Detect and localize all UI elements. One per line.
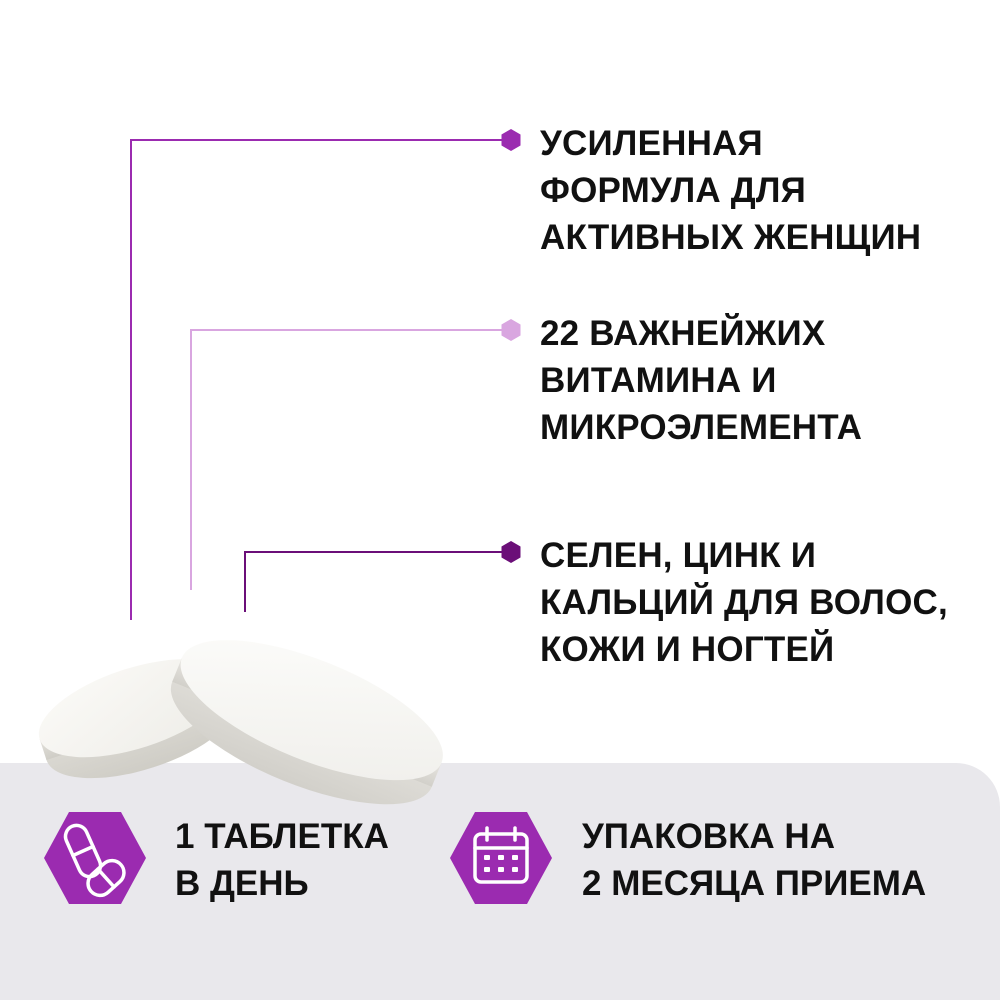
feature-1-line-1: УСИЛЕННАЯ [540, 124, 763, 163]
feature-2-line-1: 22 ВАЖНЕЙЖИХ [540, 314, 826, 353]
tablet-right [170, 640, 443, 805]
callout-line-1 [130, 139, 508, 620]
feature-3: СЕЛЕН, ЦИНК И КАЛЬЦИЙ ДЛЯ ВОЛОС, КОЖИ И … [540, 532, 948, 673]
badge-1-text: 1 ТАБЛЕТКА В ДЕНЬ [175, 813, 389, 907]
hex-bullet-1 [501, 129, 521, 151]
feature-2-line-3: МИКРОЭЛЕМЕНТА [540, 408, 863, 447]
feature-1-line-3: АКТИВНЫХ ЖЕНЩИН [540, 218, 922, 257]
badge-2-text: УПАКОВКА НА 2 МЕСЯЦА ПРИЕМА [582, 813, 926, 907]
tablets-image [38, 640, 443, 805]
feature-3-line-2: КАЛЬЦИЙ ДЛЯ ВОЛОС, [540, 583, 948, 622]
badge-2-line-1: УПАКОВКА НА [582, 817, 835, 856]
feature-2: 22 ВАЖНЕЙЖИХ ВИТАМИНА И МИКРОЭЛЕМЕНТА [540, 310, 862, 451]
callout-line-3 [244, 551, 508, 612]
hex-bullet-2 [501, 319, 521, 341]
feature-1-line-2: ФОРМУЛА ДЛЯ [540, 171, 806, 210]
hex-bullet-3 [501, 541, 521, 563]
calendar-icon [450, 812, 552, 904]
feature-2-line-2: ВИТАМИНА И [540, 361, 777, 400]
feature-1: УСИЛЕННАЯ ФОРМУЛА ДЛЯ АКТИВНЫХ ЖЕНЩИН [540, 120, 921, 261]
feature-3-line-3: КОЖИ И НОГТЕЙ [540, 630, 835, 669]
feature-3-line-1: СЕЛЕН, ЦИНК И [540, 536, 817, 575]
badge-1-line-1: 1 ТАБЛЕТКА [175, 817, 389, 856]
callout-line-2 [190, 329, 508, 590]
badge-1-line-2: В ДЕНЬ [175, 864, 309, 903]
badge-2-line-2: 2 МЕСЯЦА ПРИЕМА [582, 864, 927, 903]
pills-icon [44, 812, 146, 904]
